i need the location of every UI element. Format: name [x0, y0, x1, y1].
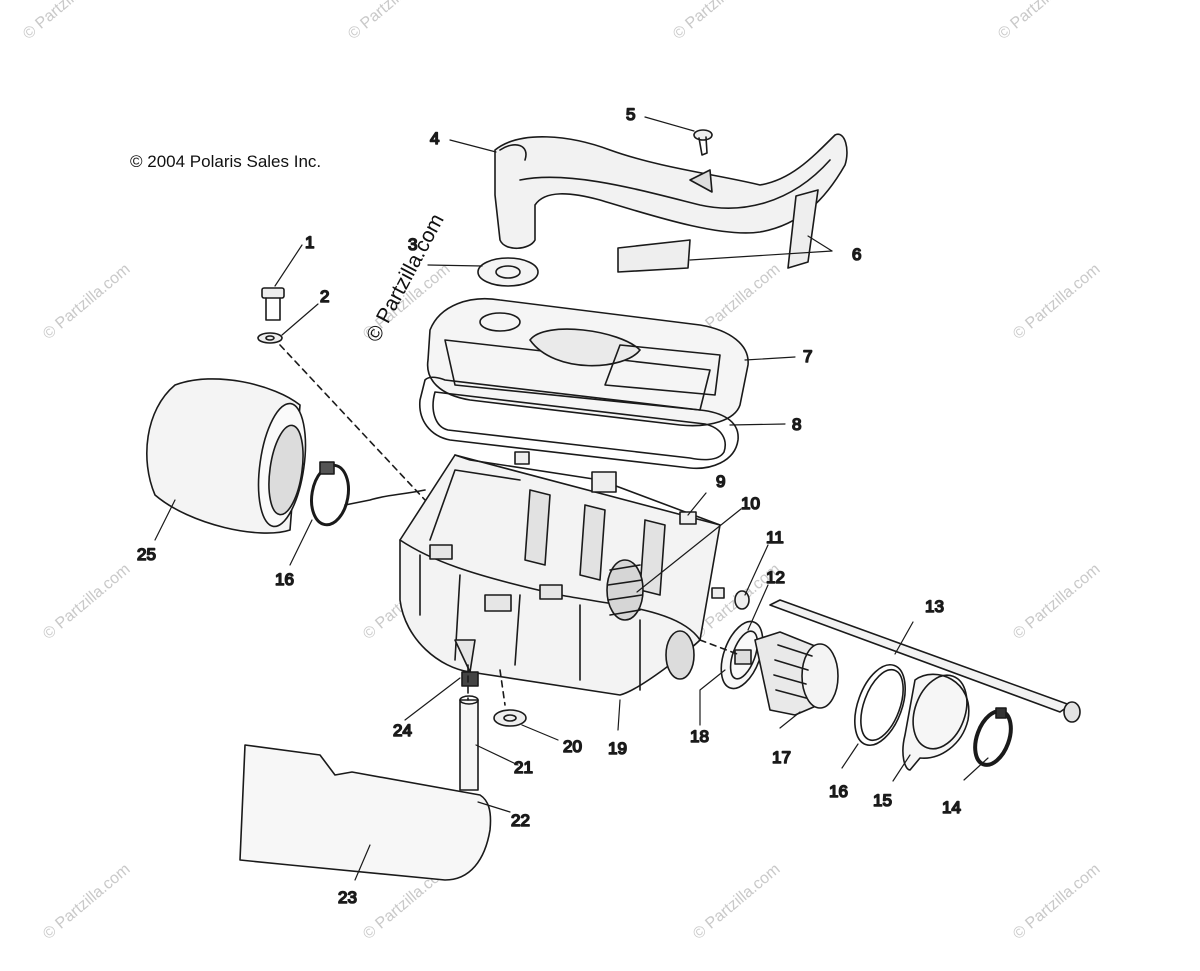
- part-intake-snorkel: [494, 133, 848, 250]
- part-filter-cage: [606, 559, 644, 621]
- callout-5: 5: [626, 105, 635, 124]
- callout-17: 17: [772, 748, 791, 767]
- callout-11: 11: [766, 528, 784, 547]
- callout-18: 18: [690, 727, 709, 746]
- callout-19: 19: [608, 739, 627, 758]
- part-drain-tube: [459, 695, 479, 791]
- callout-2: 2: [320, 287, 329, 306]
- part-airbox-cover: [426, 298, 749, 427]
- callout-14: 14: [942, 798, 961, 817]
- callout-7: 7: [803, 347, 812, 366]
- callout-8: 8: [792, 415, 801, 434]
- part-drain-fitting: [461, 671, 479, 687]
- part-foam-pads: [617, 189, 819, 273]
- part-spacer: [493, 709, 527, 727]
- part-outlet-adapter: [734, 631, 839, 716]
- part-breather-tube: [769, 599, 1081, 723]
- callout-20: 20: [563, 737, 582, 756]
- callout-10: 10: [741, 494, 760, 513]
- callout-16-left: 16: [275, 570, 294, 589]
- callout-16-right: 16: [829, 782, 848, 801]
- callout-3: 3: [408, 235, 417, 254]
- callout-labels: 1 2 3 4 5 6 7 8 9 10 11 12 13 14 15 16 1…: [136, 104, 962, 908]
- part-snorkel-screw: [693, 129, 713, 156]
- copyright-text: © 2004 Polaris Sales Inc.: [130, 152, 322, 171]
- callout-1: 1: [305, 233, 314, 252]
- callout-25: 25: [137, 545, 156, 564]
- callout-9: 9: [716, 472, 725, 491]
- part-heat-shield: [239, 744, 492, 881]
- part-air-filter: [146, 378, 307, 534]
- callout-6: 6: [852, 245, 861, 264]
- callout-13: 13: [925, 597, 944, 616]
- part-inner-clamp: [854, 664, 906, 746]
- part-cover-seal: [419, 376, 739, 470]
- part-outlet-boot: [902, 673, 970, 771]
- callout-23: 23: [338, 888, 357, 907]
- callout-22: 22: [511, 811, 530, 830]
- part-filter-clamp: [310, 461, 350, 527]
- callout-15: 15: [873, 791, 892, 810]
- callout-4: 4: [430, 129, 439, 148]
- callout-21: 21: [514, 758, 533, 777]
- dashed-leaders: [279, 344, 741, 706]
- callout-leaders: [154, 116, 989, 881]
- part-airbox-housing: [399, 451, 721, 696]
- part-filter-bolt: [261, 287, 285, 321]
- leader-filter-duct: [344, 489, 426, 506]
- part-filter-washer: [257, 332, 283, 344]
- part-grommet: [711, 587, 750, 610]
- part-boot-grommet: [477, 257, 539, 287]
- callout-12: 12: [766, 568, 785, 587]
- part-outlet-clamp: [973, 707, 1013, 767]
- callout-24: 24: [393, 721, 412, 740]
